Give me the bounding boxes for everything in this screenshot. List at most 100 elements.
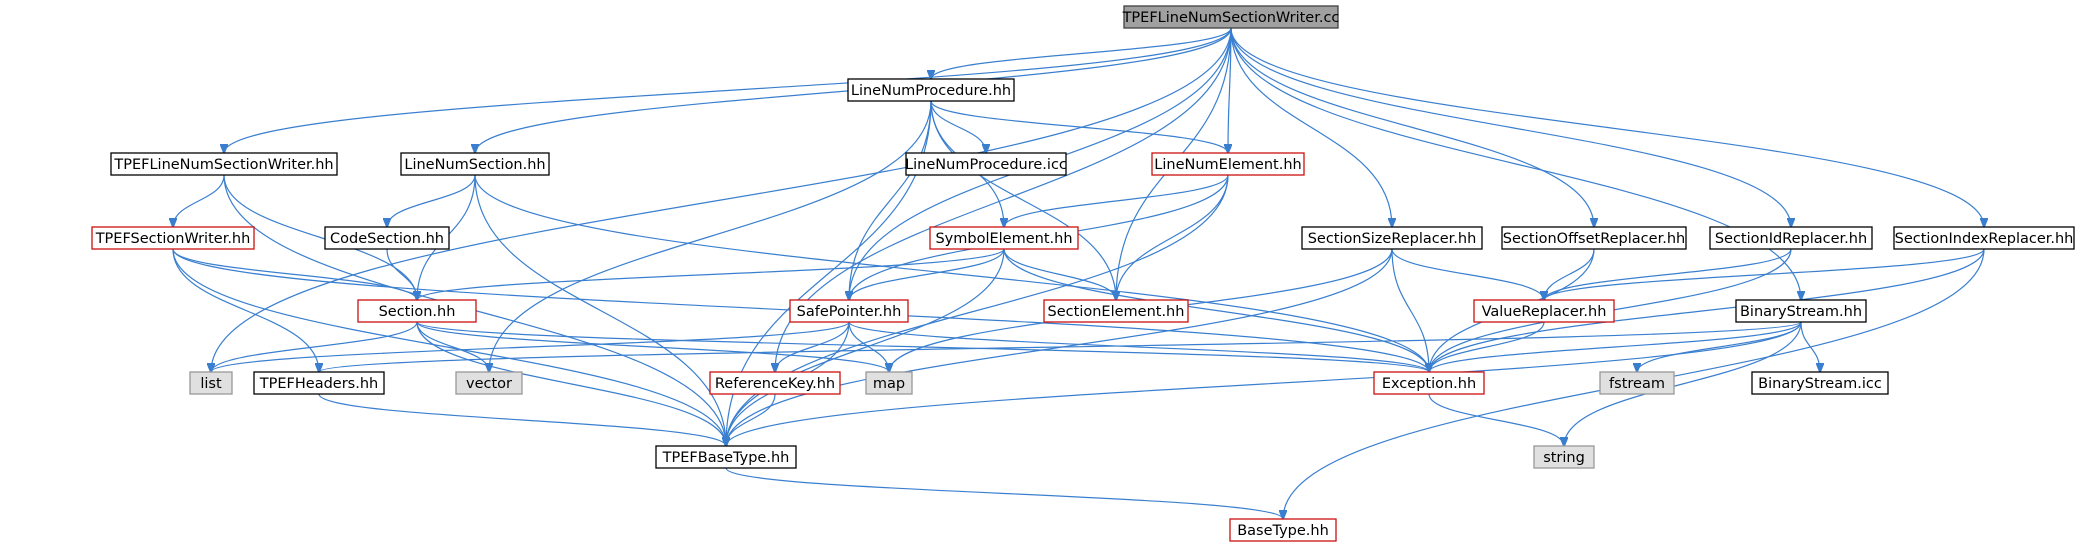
- node-codesection-hh[interactable]: CodeSection.hh: [324, 226, 450, 250]
- node-box-basetype-hh: [1229, 518, 1337, 542]
- node-sectionoffsetreplacer-hh[interactable]: SectionOffsetReplacer.hh: [1501, 226, 1687, 250]
- edge-tbt-to-bt: [725, 467, 1283, 519]
- edge-lnp-to-sel: [930, 100, 1116, 300]
- node-box-tpefbasetype-hh: [655, 445, 797, 469]
- node-box-tpeflinenumsectionwriter-hh: [110, 152, 338, 176]
- node-tpefbasetype-hh[interactable]: TPEFBaseType.hh: [655, 445, 797, 469]
- node-label-sectionindexreplacer-hh: SectionIndexReplacer.hh: [1895, 231, 2074, 247]
- node-box-symbolelement-hh: [929, 226, 1079, 250]
- node-label-linenumprocedure-icc: LineNumProcedure.icc: [905, 157, 1067, 173]
- edge-bs-to-th: [319, 321, 1802, 372]
- edge-sec-to-tbt: [416, 321, 726, 446]
- node-sectionelement-hh[interactable]: SectionElement.hh: [1043, 299, 1189, 323]
- node-linenumelement-hh[interactable]: LineNumElement.hh: [1151, 152, 1305, 176]
- edge-se-to-sec: [417, 248, 1005, 300]
- node-label-symbolelement-hh: SymbolElement.hh: [935, 231, 1072, 247]
- node-box-sectionsizereplacer-hh: [1301, 226, 1483, 250]
- node-valuereplacer-hh[interactable]: ValueReplacer.hh: [1473, 299, 1615, 323]
- node-label-sectionoffsetreplacer-hh: SectionOffsetReplacer.hh: [1503, 231, 1685, 247]
- node-string[interactable]: string: [1533, 445, 1595, 469]
- edge-root-to-tlsw: [224, 27, 1232, 153]
- node-label-tpefheaders-hh: TPEFHeaders.hh: [259, 376, 378, 392]
- node-box-codesection-hh: [324, 226, 450, 250]
- edge-bs-to-string: [1564, 321, 1802, 446]
- node-label-tpefbasetype-hh: TPEFBaseType.hh: [662, 450, 790, 466]
- node-map[interactable]: map: [865, 371, 913, 395]
- node-referencekey-hh[interactable]: ReferenceKey.hh: [709, 371, 841, 395]
- node-binarystream-hh[interactable]: BinaryStream.hh: [1735, 299, 1867, 323]
- edge-sec-to-map: [416, 321, 889, 372]
- edge-root-to-sxr: [1230, 27, 1984, 227]
- edge-se-to-exc: [1003, 248, 1429, 372]
- node-tpefheaders-hh[interactable]: TPEFHeaders.hh: [253, 371, 385, 395]
- node-label-sectionidreplacer-hh: SectionIdReplacer.hh: [1715, 231, 1867, 247]
- node-label-sectionelement-hh: SectionElement.hh: [1048, 304, 1185, 320]
- node-sectionidreplacer-hh[interactable]: SectionIdReplacer.hh: [1709, 226, 1873, 250]
- edge-bs-to-fstream: [1637, 321, 1802, 372]
- edge-root-to-sir: [1230, 27, 1791, 227]
- edge-lnp-to-vector: [489, 100, 932, 372]
- edge-bs-to-bsicc: [1800, 321, 1820, 372]
- edge-lns-to-exc: [474, 174, 1429, 372]
- node-label-tpeflinenumsectionwriter-hh: TPEFLineNumSectionWriter.hh: [113, 157, 333, 173]
- node-box-linenumprocedure-hh: [847, 78, 1015, 102]
- node-label-map: map: [873, 376, 905, 392]
- edge-sir-to-vr: [1544, 248, 1792, 300]
- node-label-list: list: [200, 376, 222, 392]
- edge-root-to-list: [211, 27, 1232, 372]
- node-basetype-hh[interactable]: BaseType.hh: [1229, 518, 1337, 542]
- node-binarystream-icc[interactable]: BinaryStream.icc: [1751, 371, 1889, 395]
- edge-sp-to-exc: [848, 321, 1429, 372]
- edge-root-to-sor: [1230, 27, 1594, 227]
- edge-se-to-sel: [1003, 248, 1116, 300]
- node-box-exception-hh: [1373, 371, 1485, 395]
- edge-root-to-lnp: [931, 27, 1232, 79]
- node-box-linenumsection-hh: [400, 152, 550, 176]
- edge-lnp-to-sp: [849, 100, 932, 300]
- node-box-valuereplacer-hh: [1473, 299, 1615, 323]
- node-box-string: [1533, 445, 1595, 469]
- edge-bs-to-exc: [1429, 321, 1802, 372]
- node-box-linenumprocedure-icc: [905, 152, 1067, 176]
- node-label-sectionsizereplacer-hh: SectionSizeReplacer.hh: [1308, 231, 1477, 247]
- edge-rk-to-tbt: [726, 393, 776, 446]
- node-exception-hh[interactable]: Exception.hh: [1373, 371, 1485, 395]
- edge-tsw-to-tbt: [172, 248, 726, 446]
- node-safepointer-hh[interactable]: SafePointer.hh: [789, 299, 909, 323]
- node-linenumprocedure-icc[interactable]: LineNumProcedure.icc: [905, 152, 1067, 176]
- node-sectionsizereplacer-hh[interactable]: SectionSizeReplacer.hh: [1301, 226, 1483, 250]
- edge-lnp-to-lnpicc: [930, 100, 986, 153]
- node-label-tpeflinenumsectionwriter-cc: TPEFLineNumSectionWriter.cc: [1122, 10, 1340, 26]
- edge-exc-to-string: [1428, 393, 1564, 446]
- edge-bs-to-tbt: [726, 321, 1802, 446]
- node-linenumsection-hh[interactable]: LineNumSection.hh: [400, 152, 550, 176]
- node-box-sectionindexreplacer-hh: [1893, 226, 2075, 250]
- node-tpeflinenumsectionwriter-cc[interactable]: TPEFLineNumSectionWriter.cc: [1122, 5, 1340, 29]
- node-section-hh[interactable]: Section.hh: [357, 299, 477, 323]
- node-fstream[interactable]: fstream: [1599, 371, 1675, 395]
- node-list[interactable]: list: [189, 371, 233, 395]
- node-box-linenumelement-hh: [1151, 152, 1305, 176]
- node-label-referencekey-hh: ReferenceKey.hh: [715, 376, 835, 392]
- node-label-tpefsectionwriter-hh: TPEFSectionWriter.hh: [95, 231, 251, 247]
- node-symbolelement-hh[interactable]: SymbolElement.hh: [929, 226, 1079, 250]
- node-tpeflinenumsectionwriter-hh[interactable]: TPEFLineNumSectionWriter.hh: [110, 152, 338, 176]
- node-linenumprocedure-hh[interactable]: LineNumProcedure.hh: [847, 78, 1015, 102]
- node-box-referencekey-hh: [709, 371, 841, 395]
- node-sectionindexreplacer-hh[interactable]: SectionIndexReplacer.hh: [1893, 226, 2075, 250]
- edge-sec-to-list: [211, 321, 418, 372]
- node-label-binarystream-icc: BinaryStream.icc: [1758, 376, 1882, 392]
- edge-lns-to-cs: [387, 174, 476, 227]
- node-label-fstream: fstream: [1609, 376, 1665, 392]
- node-vector[interactable]: vector: [455, 371, 523, 395]
- edge-lne-to-tbt: [726, 174, 1229, 446]
- edge-tlsw-to-sec: [223, 174, 417, 300]
- edge-se-to-tbt: [726, 248, 1005, 446]
- node-box-vector: [455, 371, 523, 395]
- node-box-section-hh: [357, 299, 477, 323]
- node-label-exception-hh: Exception.hh: [1382, 376, 1476, 392]
- node-label-linenumprocedure-hh: LineNumProcedure.hh: [851, 83, 1011, 99]
- nodes-layer: TPEFLineNumSectionWriter.ccLineNumProced…: [91, 5, 2075, 542]
- node-tpefsectionwriter-hh[interactable]: TPEFSectionWriter.hh: [91, 226, 255, 250]
- edge-lnp-to-lne: [930, 100, 1228, 153]
